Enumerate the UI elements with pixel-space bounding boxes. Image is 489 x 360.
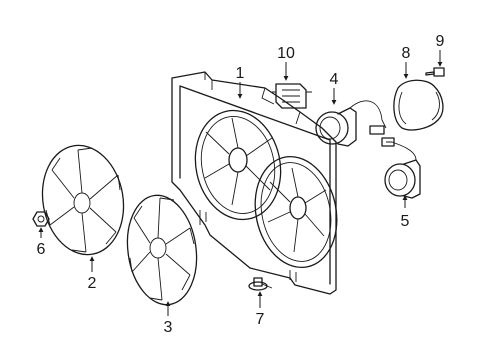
callout-2: 2: [88, 275, 97, 292]
fan-blade-left: [41, 144, 125, 256]
callout-7: 7: [256, 311, 265, 328]
fan-motor-upper: [315, 100, 387, 147]
callout-9: 9: [436, 33, 445, 50]
bolt-lower: [248, 277, 273, 291]
fan-shroud: [171, 71, 338, 295]
wire-seal: [393, 79, 444, 131]
callout-3: 3: [164, 319, 173, 336]
callout-5: 5: [401, 213, 410, 230]
callout-10: 10: [277, 45, 295, 62]
fan-resistor: [272, 83, 312, 109]
fan-motor-lower: [381, 137, 421, 199]
callout-1: 1: [236, 65, 245, 82]
nut: [32, 211, 50, 227]
fan-blade-lower: [126, 194, 198, 306]
screw: [425, 67, 445, 77]
callout-8: 8: [402, 45, 411, 62]
callout-6: 6: [37, 241, 46, 258]
callout-4: 4: [330, 71, 339, 88]
